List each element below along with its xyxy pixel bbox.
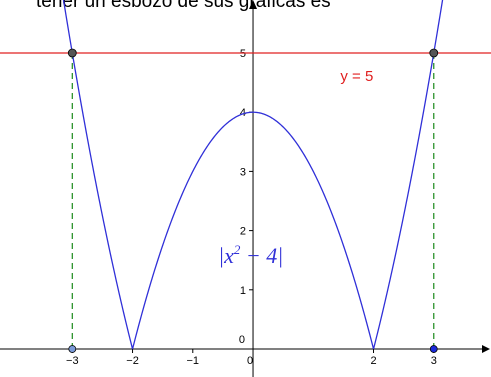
y-tick-label: 2	[240, 226, 246, 238]
intersection-points	[67, 48, 439, 353]
point-marker	[429, 48, 439, 58]
x-tick-label: 3	[431, 355, 437, 367]
series-label-abs: |x2 − 4|	[218, 242, 283, 268]
point-marker	[67, 48, 77, 58]
point-marker	[429, 345, 438, 353]
x-tick-label: −2	[126, 355, 139, 367]
x-tick-label: −3	[66, 355, 79, 367]
y-tick-label: 5	[240, 48, 246, 60]
curve-label-sup: 2	[234, 242, 241, 257]
x-tick-label: 0	[247, 355, 253, 367]
series-label-y5: y = 5	[340, 68, 373, 85]
x-tick-label: 2	[370, 355, 376, 367]
origin-label: 0	[239, 334, 245, 346]
curve-label-base: |x	[218, 243, 234, 268]
y-tick-label: 1	[240, 285, 246, 297]
y-tick-label: 3	[240, 166, 246, 178]
point-marker	[68, 345, 77, 353]
x-tick-label: −1	[187, 355, 200, 367]
x-ticks: −3 −2 −1 2 3 0	[66, 349, 437, 367]
y-axis-group	[249, 0, 258, 377]
x-axis-group	[0, 345, 490, 353]
series-curve-abs	[62, 0, 444, 350]
curve-label-rest: − 4|	[240, 243, 283, 268]
x-axis-arrow	[482, 345, 490, 353]
y-axis-arrow	[249, 0, 258, 9]
